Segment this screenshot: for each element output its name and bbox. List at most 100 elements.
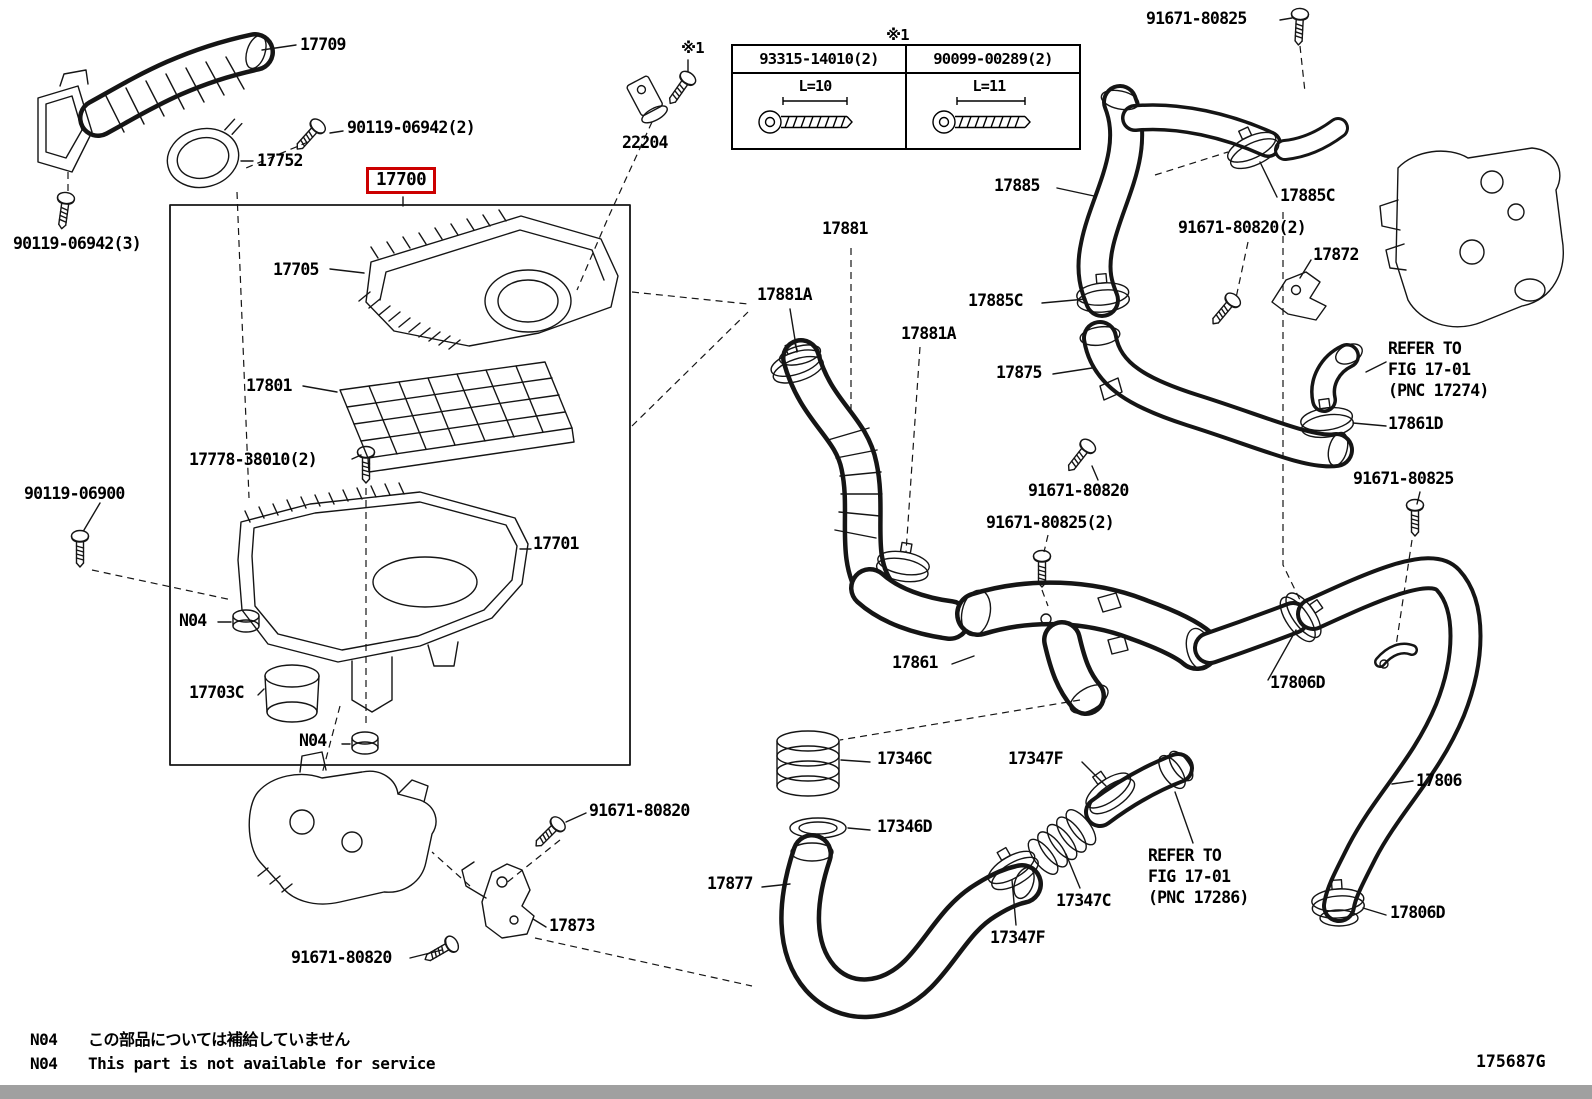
part-label-91671-80820-low[interactable]: 91671-80820 xyxy=(589,801,690,820)
fastener-spec-table: 93315-14010(2) 90099-00289(2) L=10 xyxy=(731,44,1081,150)
part-air-inlet-duct xyxy=(37,69,93,173)
part-17881-hose xyxy=(778,338,971,641)
part-17872-bracket xyxy=(1271,271,1327,321)
part-label-17347F-b[interactable]: 17347F xyxy=(990,928,1046,947)
footer-bar xyxy=(0,1085,1592,1099)
screw-90119-06942-2 xyxy=(290,115,329,156)
footnote-en-text: This part is not available for service xyxy=(88,1054,436,1073)
part-label-17778-38010-2[interactable]: 17778-38010(2) xyxy=(189,450,318,469)
part-label-17346C[interactable]: 17346C xyxy=(877,749,933,768)
leader-lines xyxy=(83,17,1421,959)
part-label-91671-80825-2[interactable]: 91671-80825(2) xyxy=(986,513,1115,532)
footnote-jp: N04 この部品については補給していません xyxy=(30,1026,435,1050)
refer-note-17286: REFER TO FIG 17-01 (PNC 17286) xyxy=(1148,846,1249,907)
part-17346C-bellows xyxy=(776,730,840,797)
part-label-17347C[interactable]: 17347C xyxy=(1056,891,1112,910)
fastener-col2-part-number[interactable]: 90099-00289(2) xyxy=(905,44,1081,74)
part-label-17701[interactable]: 17701 xyxy=(533,534,579,553)
ref-mark-1b: ※1 xyxy=(886,26,910,44)
footnote-en: N04 This part is not available for servic… xyxy=(30,1054,436,1073)
screw-91671-80825-right xyxy=(1405,498,1425,537)
part-label-91671-80820-mid[interactable]: 91671-80820 xyxy=(1028,481,1129,500)
screw-91671-80825-top xyxy=(1289,7,1310,47)
figure-code: 175687G xyxy=(1476,1052,1546,1071)
part-label-17801[interactable]: 17801 xyxy=(246,376,292,395)
fastener-col1-drawing: L=10 xyxy=(731,72,907,150)
part-label-17347F-a[interactable]: 17347F xyxy=(1008,749,1064,768)
part-label-n04-a: N04 xyxy=(179,611,207,630)
part-17806-hose xyxy=(1296,556,1483,927)
length-label-l11: L=11 xyxy=(973,78,1007,95)
part-17875-hose xyxy=(1079,320,1354,469)
refer-note-17274: REFER TO FIG 17-01 (PNC 17274) xyxy=(1388,339,1489,400)
part-label-17752[interactable]: 17752 xyxy=(257,151,303,170)
footnote-jp-text: この部品については補給していません xyxy=(88,1030,350,1049)
part-17701-case xyxy=(237,482,529,713)
part-label-n04-b: N04 xyxy=(299,731,327,750)
part-17703C xyxy=(264,664,320,723)
fastener-col1-part-number[interactable]: 93315-14010(2) xyxy=(731,44,907,74)
part-label-17705[interactable]: 17705 xyxy=(273,260,319,279)
part-n04-grommet-b xyxy=(351,731,379,755)
part-label-91671-80825-top[interactable]: 91671-80825 xyxy=(1146,9,1247,28)
part-17705-cap xyxy=(358,209,619,350)
part-label-17885C-a[interactable]: 17885C xyxy=(1280,186,1336,205)
screw-91671-80820-2 xyxy=(1205,289,1244,330)
part-label-17861D[interactable]: 17861D xyxy=(1388,414,1444,433)
part-label-91671-80820-bot[interactable]: 91671-80820 xyxy=(291,948,392,967)
part-label-17872[interactable]: 17872 xyxy=(1313,245,1359,264)
screw-ref1 xyxy=(662,67,699,109)
part-engine-bottom-left xyxy=(248,751,437,905)
part-label-17806[interactable]: 17806 xyxy=(1416,771,1462,790)
screw-90119-06900 xyxy=(70,529,90,568)
part-label-90119-06900[interactable]: 90119-06900 xyxy=(24,484,125,503)
part-label-17881A-b[interactable]: 17881A xyxy=(901,324,957,343)
part-label-17873[interactable]: 17873 xyxy=(549,916,595,935)
part-label-17709[interactable]: 17709 xyxy=(300,35,346,54)
screw-drawing-l11: L=11 xyxy=(932,77,1031,134)
part-label-17806D-b[interactable]: 17806D xyxy=(1390,903,1446,922)
part-label-17881[interactable]: 17881 xyxy=(822,219,868,238)
part-label-91671-80825-right[interactable]: 91671-80825 xyxy=(1353,469,1454,488)
part-label-90119-06942-3[interactable]: 90119-06942(3) xyxy=(13,234,142,253)
part-17873-bracket xyxy=(461,861,535,939)
screw-91671-80820-low xyxy=(529,813,569,853)
screw-90119-06942-3 xyxy=(52,190,76,231)
fastener-col2-drawing: L=11 xyxy=(905,72,1081,150)
part-label-17346D[interactable]: 17346D xyxy=(877,817,933,836)
part-label-17885C-b[interactable]: 17885C xyxy=(968,291,1024,310)
part-label-90119-06942-2[interactable]: 90119-06942(2) xyxy=(347,118,476,137)
dashed-lines xyxy=(67,45,1413,987)
part-refer-17286-hose xyxy=(1084,750,1194,828)
footnote-jp-code: N04 xyxy=(30,1030,58,1049)
part-label-91671-80820-2[interactable]: 91671-80820(2) xyxy=(1178,218,1307,237)
part-n04-grommet-a xyxy=(232,609,260,633)
screw-91671-80820-mid xyxy=(1061,435,1099,477)
part-label-17881A-a[interactable]: 17881A xyxy=(757,285,813,304)
part-refer-17274-hose xyxy=(1310,343,1363,413)
part-17347C-bellows xyxy=(1027,809,1097,875)
part-17806-horn xyxy=(1193,601,1310,665)
assembly-outline-box xyxy=(169,204,631,766)
ref-mark-1a: ※1 xyxy=(681,39,705,57)
part-label-17877[interactable]: 17877 xyxy=(707,874,753,893)
part-label-17885[interactable]: 17885 xyxy=(994,176,1040,195)
part-label-17700-highlighted[interactable]: 17700 xyxy=(366,167,437,194)
part-17877-hose xyxy=(779,833,1043,1020)
part-17861-ypipe xyxy=(955,580,1220,716)
length-label-l10: L=10 xyxy=(799,78,833,95)
part-label-22204[interactable]: 22204 xyxy=(622,133,668,152)
part-label-17875[interactable]: 17875 xyxy=(996,363,1042,382)
footnote-en-code: N04 xyxy=(30,1054,58,1073)
part-22204-sensor xyxy=(626,75,668,124)
part-17801-filter xyxy=(339,361,575,473)
part-label-17806D-a[interactable]: 17806D xyxy=(1270,673,1326,692)
part-label-17703C[interactable]: 17703C xyxy=(189,683,245,702)
screw-drawing-l10: L=10 xyxy=(758,77,853,134)
part-label-17861[interactable]: 17861 xyxy=(892,653,938,672)
part-engine-top-right xyxy=(1379,147,1564,328)
part-17709-hose xyxy=(78,32,275,138)
part-17752-clamp xyxy=(166,118,243,189)
